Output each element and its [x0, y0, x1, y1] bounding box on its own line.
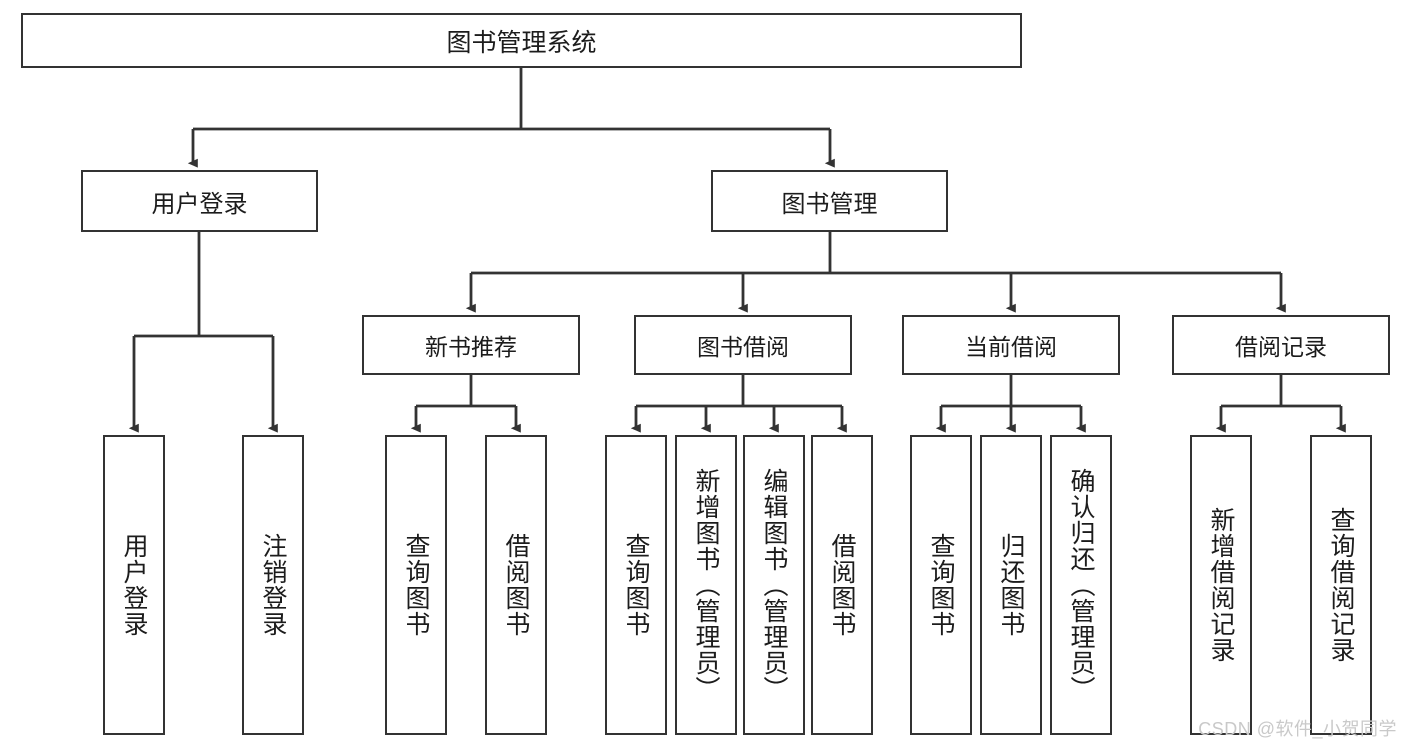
- leaf-label: 借阅图书: [502, 533, 530, 637]
- watermark: CSDN @软件_小贺同学: [1198, 719, 1397, 739]
- leaf-label: 归还图书: [997, 533, 1025, 637]
- leaf-current-return[interactable]: 归还图书: [980, 435, 1042, 735]
- leaf-label: 查询图书: [927, 533, 955, 637]
- leaf-record-add[interactable]: 新增借阅记录: [1190, 435, 1252, 735]
- leaf-label: 借阅图书: [828, 533, 856, 637]
- node-current-borrow[interactable]: 当前借阅: [902, 315, 1120, 375]
- node-book-management[interactable]: 图书管理: [711, 170, 948, 232]
- node-borrow-record[interactable]: 借阅记录: [1172, 315, 1390, 375]
- leaf-label: 注销登录: [259, 533, 287, 637]
- leaf-label: 查询图书: [402, 533, 430, 637]
- leaf-label: 用户登录: [120, 533, 148, 637]
- leaf-borrow-edit-book[interactable]: 编辑图书（管理员）: [743, 435, 805, 735]
- node-root-system[interactable]: 图书管理系统: [21, 13, 1022, 68]
- leaf-new-book-query[interactable]: 查询图书: [385, 435, 447, 735]
- leaf-record-query[interactable]: 查询借阅记录: [1310, 435, 1372, 735]
- node-new-book-recommend[interactable]: 新书推荐: [362, 315, 580, 375]
- leaf-user-login-signin[interactable]: 用户登录: [103, 435, 165, 735]
- node-user-login[interactable]: 用户登录: [81, 170, 318, 232]
- leaf-label: 新增借阅记录: [1207, 507, 1235, 663]
- leaf-current-confirm-return[interactable]: 确认归还（管理员）: [1050, 435, 1112, 735]
- leaf-label: 查询借阅记录: [1327, 507, 1355, 663]
- leaf-borrow-query[interactable]: 查询图书: [605, 435, 667, 735]
- node-book-borrow[interactable]: 图书借阅: [634, 315, 852, 375]
- leaf-new-book-borrow[interactable]: 借阅图书: [485, 435, 547, 735]
- leaf-current-query[interactable]: 查询图书: [910, 435, 972, 735]
- leaf-borrow-add-book[interactable]: 新增图书（管理员）: [675, 435, 737, 735]
- leaf-label: 新增图书（管理员）: [692, 468, 720, 702]
- leaf-user-login-signout[interactable]: 注销登录: [242, 435, 304, 735]
- leaf-label: 确认归还（管理员）: [1067, 468, 1095, 702]
- leaf-label: 编辑图书（管理员）: [760, 468, 788, 702]
- leaf-label: 查询图书: [622, 533, 650, 637]
- leaf-borrow-borrow-book[interactable]: 借阅图书: [811, 435, 873, 735]
